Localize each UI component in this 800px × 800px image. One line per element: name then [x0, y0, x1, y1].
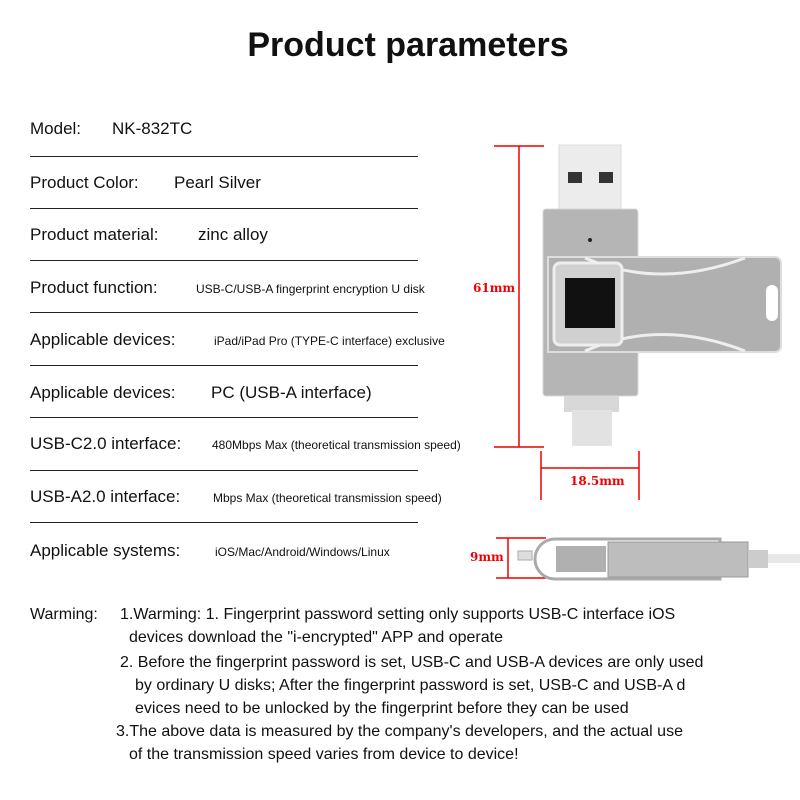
- spec-row-function: Product function: USB-C/USB-A fingerprin…: [30, 261, 425, 313]
- spec-value: zinc alloy: [198, 225, 268, 244]
- warning-line: 1.Warming: 1. Fingerprint password setti…: [120, 606, 676, 623]
- spec-value: USB-C/USB-A fingerprint encryption U dis…: [196, 282, 425, 296]
- spec-row-devices-c: Applicable devices: iPad/iPad Pro (TYPE-…: [30, 314, 445, 366]
- spec-label: Product Color:: [30, 173, 139, 192]
- spec-label: USB-A2.0 interface:: [30, 487, 181, 506]
- spec-row-devices-a: Applicable devices: PC (USB-A interface): [30, 366, 418, 418]
- spec-row-systems: Applicable systems: iOS/Mac/Android/Wind…: [30, 524, 418, 564]
- spec-row-color: Product Color: Pearl Silver: [30, 157, 418, 209]
- warning-label: Warming:: [30, 606, 98, 623]
- divider: [30, 522, 418, 523]
- spec-row-usb-c: USB-C2.0 interface: 480Mbps Max (theoret…: [30, 419, 461, 471]
- spec-value: Mbps Max (theoretical transmission speed…: [213, 491, 442, 505]
- spec-value: 480Mbps Max (theoretical transmission sp…: [212, 438, 461, 452]
- spec-label: Applicable devices:: [30, 383, 176, 402]
- width-dimension: 18.5mm: [570, 474, 625, 488]
- divider: [30, 156, 418, 157]
- spec-value: PC (USB-A interface): [211, 383, 372, 402]
- warning-line: 2. Before the fingerprint password is se…: [120, 654, 704, 671]
- spec-row-material: Product material: zinc alloy: [30, 209, 418, 261]
- fingerprint-sensor: [565, 278, 615, 328]
- spec-label: Product material:: [30, 225, 159, 244]
- page-title: Product parameters: [247, 26, 569, 64]
- thickness-dimension: 9mm: [470, 550, 504, 564]
- usb-c-plug: [572, 410, 612, 446]
- divider: [30, 470, 418, 471]
- spec-row-model: Model: NK-832TC: [30, 105, 418, 157]
- side-view: [517, 537, 800, 581]
- warning-line: 3.The above data is measured by the comp…: [116, 723, 683, 740]
- spec-value: NK-832TC: [112, 119, 193, 138]
- divider: [30, 365, 418, 366]
- divider: [30, 417, 418, 418]
- divider: [30, 260, 418, 261]
- spec-row-usb-a: USB-A2.0 interface: Mbps Max (theoretica…: [30, 471, 442, 523]
- dimension-lines: [494, 145, 640, 579]
- spec-label: USB-C2.0 interface:: [30, 434, 182, 453]
- warning-line: devices download the "i-encrypted" APP a…: [129, 629, 503, 646]
- warning-line: by ordinary U disks; After the fingerpri…: [135, 677, 686, 694]
- warning-line: evices need to be unlocked by the finger…: [135, 700, 629, 717]
- spec-value: iOS/Mac/Android/Windows/Linux: [215, 545, 390, 559]
- spec-value: Pearl Silver: [174, 173, 261, 192]
- divider: [30, 208, 418, 209]
- divider: [30, 312, 418, 313]
- spec-label: Model:: [30, 119, 82, 138]
- spec-label: Applicable devices:: [30, 330, 176, 349]
- warning-line: of the transmission speed varies from de…: [129, 746, 519, 763]
- spec-label: Product function:: [30, 278, 158, 297]
- spec-value: iPad/iPad Pro (TYPE-C interface) exclusi…: [214, 334, 445, 348]
- spec-label: Applicable systems:: [30, 541, 181, 560]
- height-dimension: 61mm: [473, 281, 516, 295]
